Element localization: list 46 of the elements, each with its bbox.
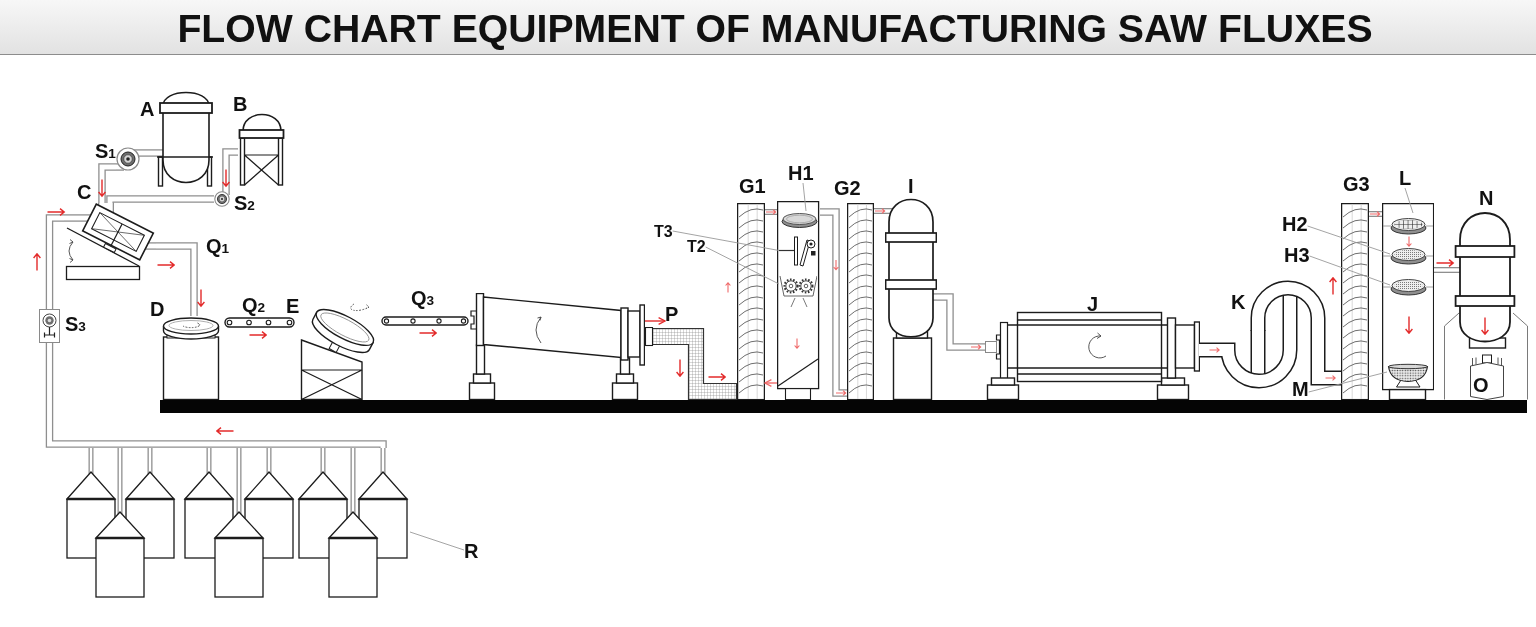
equipment-letter: O: [1473, 375, 1489, 395]
leader-line: [705, 246, 780, 285]
pipe: [45, 207, 66, 309]
pipe: [874, 208, 886, 214]
pipe: [45, 343, 387, 449]
callout-letter: R: [464, 541, 479, 561]
callout-letter: M: [1292, 379, 1309, 399]
pipe: [140, 149, 156, 157]
pipe: [765, 209, 777, 215]
leader-line: [1309, 255, 1391, 286]
pipe: [937, 293, 985, 351]
equipment-letter: C: [77, 182, 92, 202]
equipment-letter: G1: [739, 176, 766, 196]
equipment-letter: J: [1087, 294, 1099, 314]
pipe: [820, 208, 847, 397]
pipe: [97, 163, 116, 203]
leader-line: [1308, 371, 1388, 393]
pipe: [106, 195, 214, 204]
pipe: [1369, 211, 1382, 217]
callout-letter: H3: [1284, 245, 1310, 265]
equipment-letter: G2: [834, 178, 861, 198]
equipment-letter: K: [1231, 292, 1246, 312]
pipe: [221, 148, 238, 191]
callout-letter: T3: [654, 224, 673, 240]
leader-line: [409, 531, 465, 551]
flow-arrow: [764, 378, 778, 388]
equipment-letter: I: [908, 176, 914, 196]
equipment-letter: G3: [1343, 174, 1370, 194]
callout-letter: P: [665, 304, 679, 324]
callout-letter: H1: [788, 163, 814, 183]
flow-arrow: [644, 316, 666, 326]
pipe: [1434, 258, 1455, 273]
pipe: [156, 242, 206, 316]
equipment-letter: N: [1479, 188, 1494, 208]
equipment-letter: D: [150, 299, 165, 319]
leader-line: [1404, 187, 1414, 214]
diagram-title: FLOW CHART EQUIPMENT OF MANUFACTURING SAW FLUXES: [177, 6, 1373, 49]
callout-letter: L: [1399, 168, 1412, 188]
leader-line: [802, 182, 807, 212]
callout-letter: T2: [687, 239, 706, 255]
leader-line: [672, 230, 780, 251]
equipment-letter: A: [140, 99, 155, 119]
equipment-letter: B: [233, 94, 248, 114]
leader-line: [1307, 225, 1391, 255]
equipment-letter: E: [286, 296, 300, 316]
callout-letter: H2: [1282, 214, 1308, 234]
